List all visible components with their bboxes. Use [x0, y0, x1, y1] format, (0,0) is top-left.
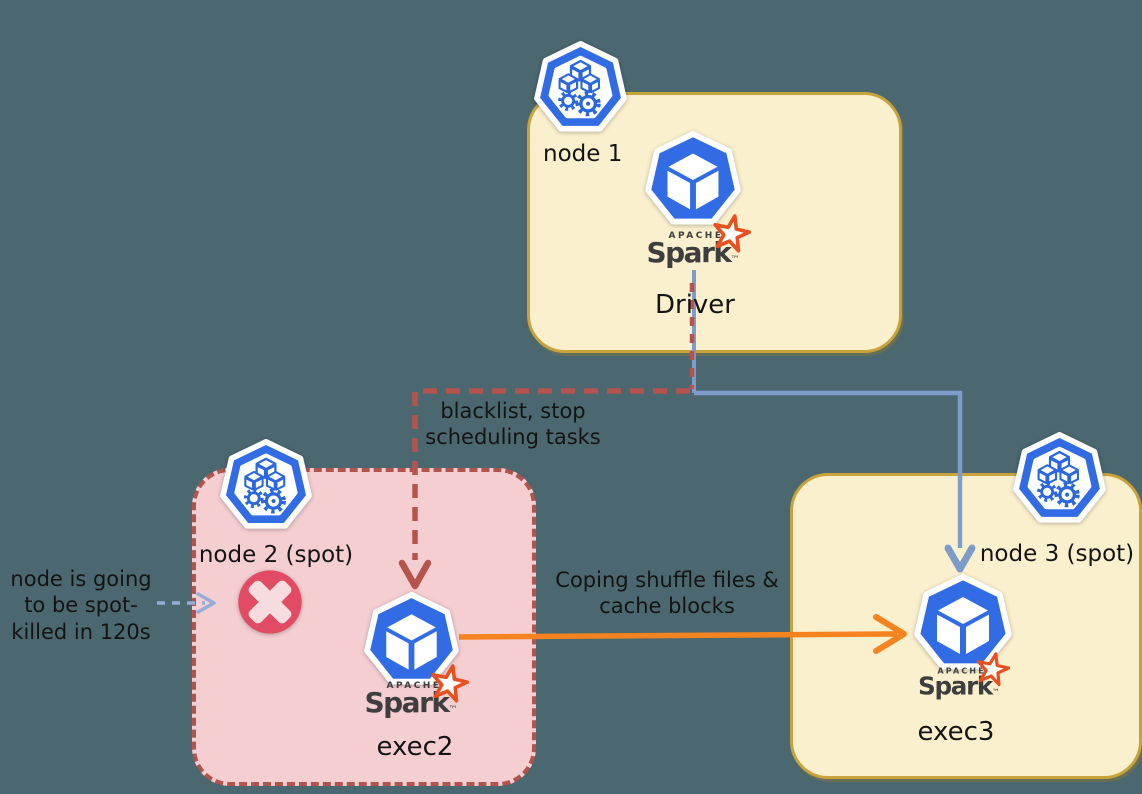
spark-logo: APACHE Spark™: [645, 214, 751, 267]
spark-star-icon: [431, 664, 469, 703]
node1-label: node 1: [543, 141, 623, 167]
spark-star-icon: [713, 214, 751, 253]
copy-shuffle-annotation: Coping shuffle files & cache blocks: [555, 568, 779, 619]
node3-label: node 3 (spot): [979, 541, 1135, 567]
spark-apache-text: APACHE: [668, 231, 724, 241]
gear-icon: [558, 90, 601, 117]
node2-label: node 2 (spot): [198, 542, 354, 568]
spark-apache-text: APACHE: [386, 681, 442, 691]
spark-logo: APACHE Spark™: [917, 652, 1011, 698]
kubernetes-node-icon: [219, 439, 313, 533]
spark-star-icon: [976, 652, 1011, 687]
spark-apache-text: APACHE: [937, 667, 986, 676]
gear-icon: [243, 488, 286, 514]
pod-icon: [644, 131, 742, 229]
exec2-label: exec2: [376, 732, 454, 762]
spark-wordmark: Spark™: [364, 686, 458, 719]
pod-icon: [913, 574, 1013, 674]
error-x-icon: [237, 569, 303, 635]
kubernetes-node-icon: [1012, 432, 1107, 527]
blacklist-annotation: blacklist, stop scheduling tasks: [425, 399, 601, 450]
driver-label: Driver: [654, 290, 735, 320]
spot-kill-annotation: node is going to be spot-killed in 120s: [10, 567, 152, 644]
exec3-label: exec3: [917, 717, 995, 747]
gear-icon: [1037, 481, 1080, 508]
pod-icon: [363, 592, 460, 689]
spark-logo: APACHE Spark™: [363, 664, 469, 719]
kubernetes-node-icon: [533, 41, 628, 136]
